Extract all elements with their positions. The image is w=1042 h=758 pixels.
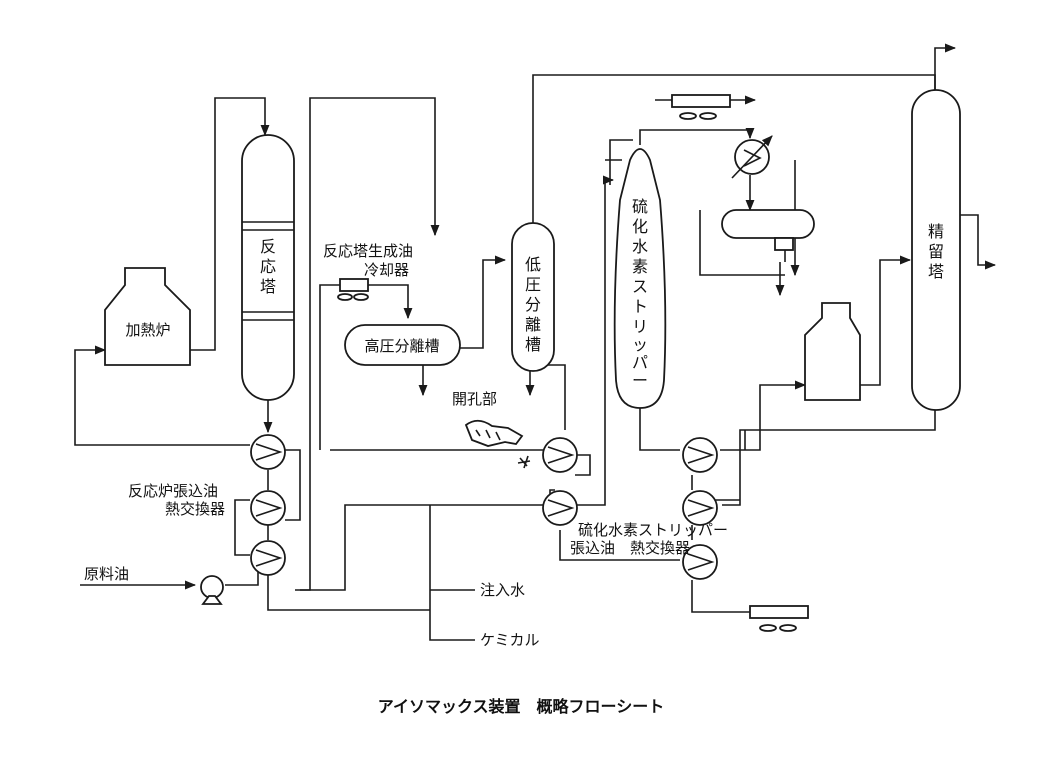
reactor: 反 応 塔: [241, 134, 295, 401]
h2s-stripper: 硫 化 水 素 ス ト リ ッ パ ー: [613, 148, 667, 409]
stripper-label-char: 水: [632, 237, 648, 256]
fractionator: 精 留 塔: [911, 89, 961, 411]
reactor-feed-hx-label-2: 熱交換器: [165, 500, 225, 518]
fractionator-label-char: 精: [928, 222, 944, 241]
effluent-cooler: 反応塔生成油 冷却器: [323, 242, 413, 301]
stripper-label-char: ッ: [632, 335, 648, 354]
product-cooler: [749, 605, 809, 632]
lp-separator-label-char: 圧: [525, 275, 541, 294]
stripper-label-char: ー: [632, 371, 648, 390]
reactor-feed-hx-label-1: 反応炉張込油: [128, 482, 218, 500]
lp-separator: 低 圧 分 離 槽: [511, 222, 555, 372]
fractionator-reboiler-furnace: [804, 302, 861, 401]
lp-separator-label-char: 分: [525, 295, 541, 314]
hp-separator-label: 高圧分離槽: [364, 337, 439, 355]
injection-water-label: 注入水: [480, 581, 525, 599]
reactor-label-char: 反: [260, 237, 276, 256]
furnace-label: 加熱炉: [125, 321, 170, 339]
stripper-label-char: ト: [632, 297, 648, 316]
furnace: 加熱炉: [104, 267, 191, 366]
stripper-label-char: パ: [632, 353, 648, 372]
stripper-hx-label-2: 張込油 熱交換器: [570, 539, 690, 557]
lp-separator-label-char: 離: [525, 315, 541, 334]
stripper-label-char: 素: [632, 257, 648, 276]
fractionator-label-char: 塔: [928, 262, 944, 281]
stripper-label-char: リ: [632, 317, 648, 336]
stripper-label-char: ス: [632, 277, 648, 296]
opening-crack: 開孔部: [452, 390, 531, 469]
chemical-label: ケミカル: [480, 631, 540, 649]
feed-pump: [200, 575, 224, 605]
fractionator-label-char: 留: [928, 242, 944, 261]
reactor-label-char: 塔: [260, 277, 276, 296]
feed-oil-label: 原料油: [84, 565, 129, 583]
effluent-cooler-label-2: 冷却器: [364, 261, 409, 279]
reactor-label-char: 応: [260, 257, 276, 276]
opening-label: 開孔部: [452, 390, 497, 408]
stripper-label-char: 化: [632, 217, 648, 236]
reactor-feed-heat-exchangers: 反応炉張込油 熱交換器: [128, 434, 286, 576]
hp-separator: 高圧分離槽: [344, 324, 461, 366]
lp-separator-label-char: 槽: [525, 335, 541, 354]
stripper-condenser: [731, 135, 773, 179]
stripper-label-char: 硫: [632, 197, 648, 216]
process-lines: [74, 43, 997, 641]
figure-caption: アイソマックス装置 概略フローシート: [378, 697, 664, 716]
stripper-overhead-cooler: [671, 94, 731, 120]
stripper-feed-heat-exchangers: 硫化水素ストリッパー 張込油 熱交換器: [542, 437, 728, 580]
reflux-drum: [721, 209, 815, 251]
stripper-hx-label-1: 硫化水素ストリッパー: [578, 521, 728, 539]
lp-separator-label-char: 低: [525, 255, 541, 274]
effluent-cooler-label-1: 反応塔生成油: [323, 242, 413, 260]
